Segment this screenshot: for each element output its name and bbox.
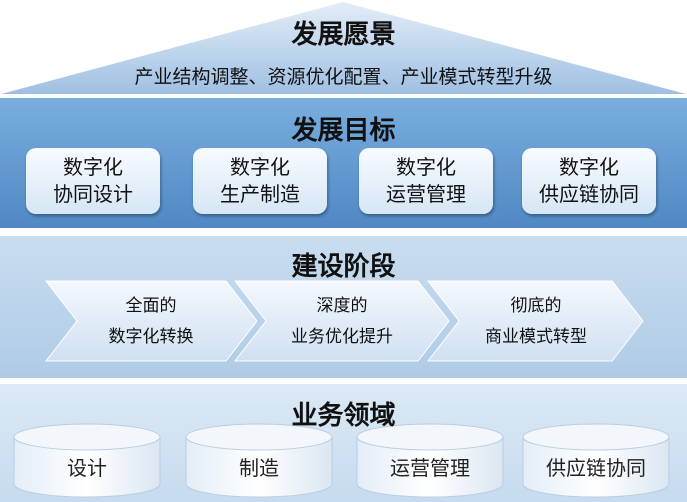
stage-line1: 全面的 bbox=[125, 296, 177, 316]
vision-roof bbox=[1, 2, 686, 94]
domain-label-supply-chain: 供应链协同 bbox=[546, 456, 646, 480]
domain-cylinder-4 bbox=[522, 423, 670, 498]
domain-label-design: 设计 bbox=[67, 456, 107, 480]
stage-label-2: 深度的 业务优化提升 bbox=[257, 291, 427, 353]
goals-title: 发展目标 bbox=[291, 116, 396, 146]
goal-line1: 数字化 bbox=[63, 155, 123, 179]
domain-cylinder-1 bbox=[13, 423, 161, 498]
domain-label-operations: 运营管理 bbox=[390, 456, 470, 480]
goal-box-design: 数字化 协同设计 bbox=[26, 148, 160, 214]
goal-line1: 数字化 bbox=[230, 155, 290, 179]
domain-cylinder-2 bbox=[185, 423, 333, 498]
stage-arrow-1 bbox=[44, 280, 258, 362]
goal-box-operations: 数字化 运营管理 bbox=[359, 148, 493, 214]
vision-subtitle: 产业结构调整、资源优化配置、产业模式转型升级 bbox=[134, 66, 553, 88]
goal-box-manufacturing: 数字化 生产制造 bbox=[193, 148, 327, 214]
goal-box-supply-chain: 数字化 供应链协同 bbox=[522, 148, 656, 214]
domain-cylinder-3 bbox=[356, 423, 504, 498]
stages-title: 建设阶段 bbox=[291, 252, 396, 282]
goal-line2: 协同设计 bbox=[53, 182, 133, 206]
domains-title: 业务领域 bbox=[291, 401, 396, 431]
vision-title: 发展愿景 bbox=[291, 20, 396, 50]
goal-line1: 数字化 bbox=[396, 155, 456, 179]
domain-label-manufacturing: 制造 bbox=[239, 456, 279, 480]
stage-line1: 深度的 bbox=[316, 296, 368, 316]
stage-line2: 业务优化提升 bbox=[291, 327, 393, 347]
stage-line2: 数字化转换 bbox=[108, 327, 194, 347]
goal-line1: 数字化 bbox=[559, 155, 619, 179]
goal-line2: 供应链协同 bbox=[539, 182, 639, 206]
stage-line2: 商业模式转型 bbox=[485, 327, 587, 347]
stage-line1: 彻底的 bbox=[510, 296, 562, 316]
stage-label-3: 彻底的 商业模式转型 bbox=[451, 291, 621, 353]
goal-line2: 运营管理 bbox=[386, 182, 466, 206]
stage-label-1: 全面的 数字化转换 bbox=[66, 291, 236, 353]
stage-arrow-3 bbox=[426, 280, 644, 362]
stage-arrow-2 bbox=[233, 280, 450, 362]
goal-line2: 生产制造 bbox=[220, 182, 300, 206]
